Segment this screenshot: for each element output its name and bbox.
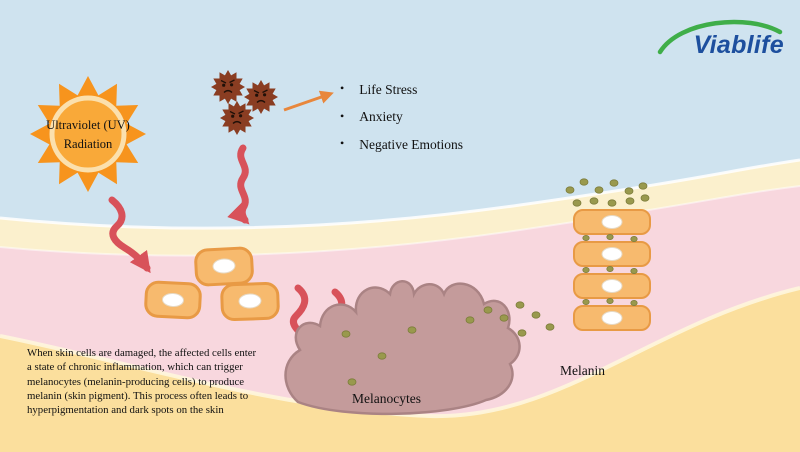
stress-item-label: Negative Emotions [359,136,464,152]
subcutis-top-line [0,286,800,419]
stress-virus-icons [210,69,334,136]
epidermis-top-line [0,158,800,230]
melanin-dots-top [565,178,650,207]
uv-radiation-label: Ultraviolet (UV) Radiation [13,116,163,154]
brand-logo: Viablife [652,12,786,62]
melanin-dots-between-cells [582,233,638,306]
melanin-dots-inside [341,326,417,386]
stress-pointer-arrow [283,90,334,112]
melanocyte-blob [284,280,521,416]
logo-swoosh-icon [657,19,783,55]
bullet-icon: • [340,108,345,123]
stress-list-item: • Negative Emotions [340,131,463,159]
explanation-caption: When skin cells are damaged, the affecte… [27,347,257,417]
stress-list: • Life Stress • Anxiety • Negative Emoti… [340,76,463,159]
logo-text: Viablife [693,31,784,59]
stress-item-label: Anxiety [359,109,403,125]
stress-list-item: • Life Stress [340,76,463,104]
cell-stack [573,209,651,331]
stress-list-item: • Anxiety [340,104,463,132]
sun-icon [30,76,146,192]
uv-label-line1: Ultraviolet (UV) [46,118,130,132]
uv-label-line2: Radiation [63,137,113,151]
skin-cells [144,246,280,322]
stress-item-label: Life Stress [359,81,418,97]
bullet-icon: • [340,81,345,96]
subcutis-layer [0,288,800,452]
melanin-dots-trail [465,301,555,337]
melanin-label: Melanin [560,363,605,378]
melanocytes-label: Melanocytes [352,391,421,406]
bullet-icon: • [340,136,345,151]
stress-arrow [227,144,250,225]
uv-arrow [108,196,151,274]
